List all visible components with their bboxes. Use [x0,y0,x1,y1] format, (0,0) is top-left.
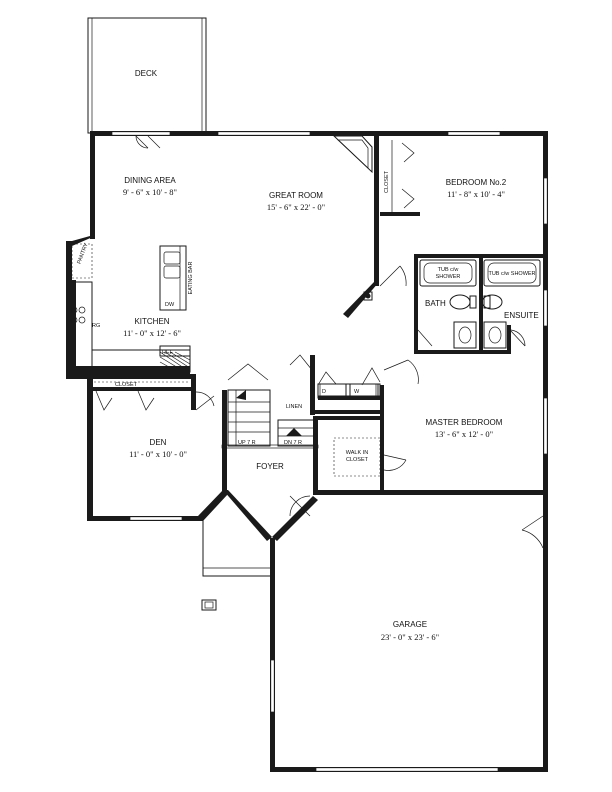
tub1-label-1: TUB c/w [438,267,459,273]
fixtures [70,243,541,611]
dw-label: DW [165,302,175,308]
exterior-walls [66,131,548,772]
kitchen-island [159,245,187,311]
master-label: MASTER BEDROOM [426,418,503,427]
dryer-label: D [322,389,326,395]
great-room-label: GREAT ROOM [269,191,323,200]
bedroom2-label: BEDROOM No.2 [446,178,507,187]
washer-label: W [354,389,360,395]
dining-label: DINING AREA [124,176,176,185]
ensuite-label: ENSUITE [504,311,539,320]
kitchen-label: KITCHEN [134,317,169,326]
tub2-label: TUB c/w SHOWER [488,271,535,277]
tub1-label-2: SHOWER [436,274,461,280]
pantry-label: PANTRY [77,242,90,265]
linen-label: LINEN [286,404,302,410]
eating-bar-label: EATING BAR [188,262,194,295]
walk-in-label-1: WALK IN [346,450,368,456]
master-size: 13' - 6" x 12' - 0" [435,429,493,439]
den-size: 11' - 0" x 10' - 0" [129,449,187,459]
garage-label: GARAGE [393,620,427,629]
ref-label: REF [162,350,174,356]
bedroom2-size: 11' - 8" x 10' - 4" [447,189,505,199]
kitchen-size: 11' - 0" x 12' - 6" [123,328,181,338]
stairs-down-label: DN 7 R [284,440,302,446]
den-label: DEN [150,438,167,447]
fixture-labels: PANTRY EATING BAR DW RG REF CLOSET CLOSE… [77,170,539,463]
great-room-size: 15' - 6" x 22' - 0" [267,202,325,212]
foyer-label: FOYER [256,462,284,471]
walk-in-label-2: CLOSET [346,457,369,463]
garage-size: 23' - 0" x 23' - 6" [381,632,439,642]
deck-label: DECK [135,69,158,78]
room-labels: DECK DINING AREA 9' - 6" x 10' - 8" GREA… [123,69,507,642]
stairs-up-label: UP 7 R [238,440,256,446]
den-closet-label: CLOSET [115,382,138,388]
doors [95,135,544,549]
bedroom-closet-label: CLOSET [384,170,390,193]
dining-size: 9' - 6" x 10' - 8" [123,187,177,197]
bath-label: BATH [425,299,446,308]
rg-label: RG [92,323,100,329]
